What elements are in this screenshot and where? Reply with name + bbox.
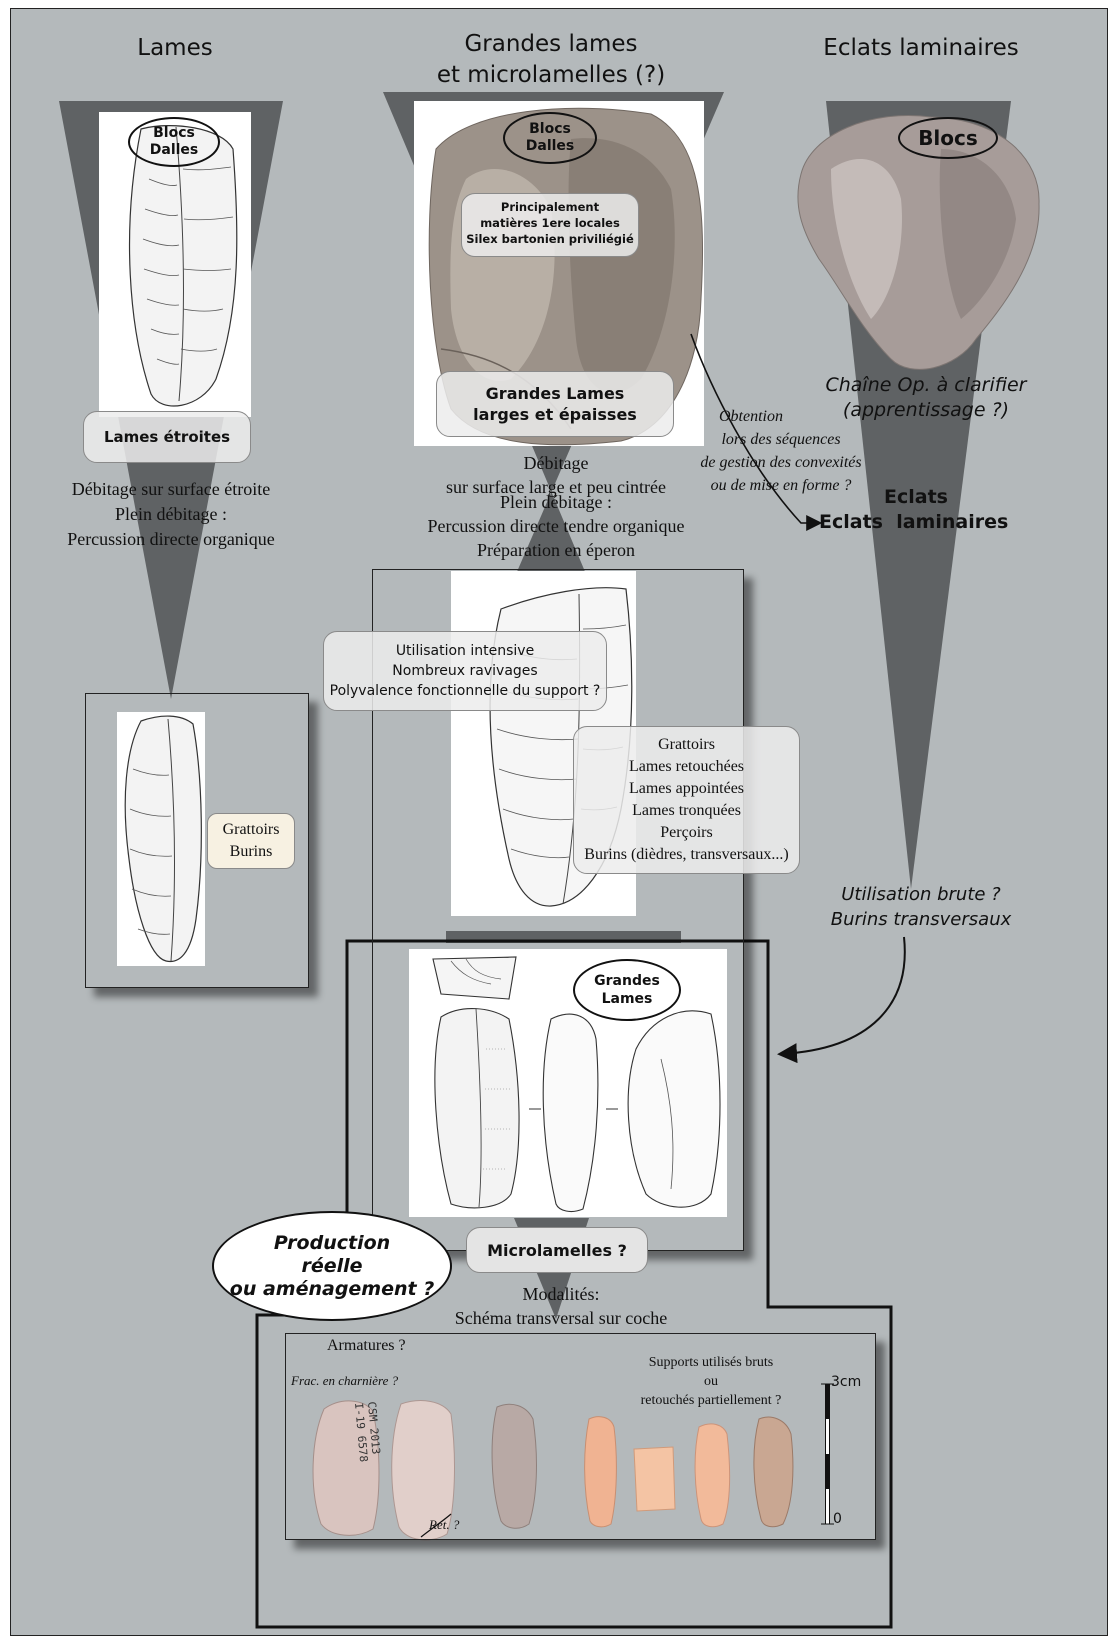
armatures-label: Armatures ? [327,1337,406,1355]
middle-tools-bubble: Grattoirs Lames retouchées Lames appoint… [573,726,800,874]
microlamelles-badge: Microlamelles ? [466,1227,648,1273]
usage-bubble: Utilisation intensive Nombreux ravivages… [323,631,607,711]
column-title-lames: Lames [115,33,235,64]
column-title-eclats-laminaires: Eclats laminaires [811,33,1031,64]
scale-top-label: 3cm [831,1374,861,1390]
left-blocs-dalles-oval: Blocs Dalles [128,117,220,167]
modalites-text: Modalités: Schéma transversal sur coche [411,1282,711,1330]
left-tools-bubble: Grattoirs Burins [207,813,295,869]
grandes-lames-oval: Grandes Lames [573,959,681,1021]
diagram-board: Lames Grandes lames et microlamelles (?)… [10,8,1108,1636]
supports-text: Supports utilisés bruts ou retouchés par… [601,1353,821,1410]
utilisation-brute-text: Utilisation brute ? Burins transversaux [811,882,1031,932]
frac-label: Frac. en charnière ? [291,1373,398,1389]
left-debitage-text: Débitage sur surface étroite Plein débit… [31,477,311,552]
lames-etroites-badge: Lames étroites [83,411,251,463]
column-title-grandes-lames: Grandes lames et microlamelles (?) [406,29,696,91]
obtention-text: Obtention lors des séquences de gestion … [671,405,891,497]
middle-blocs-dalles-oval: Blocs Dalles [503,112,597,164]
eclats-laminaires-label: Eclats laminaires [819,511,1039,533]
right-blocs-oval: Blocs [898,117,998,159]
eclats-label: Eclats [876,486,956,508]
utilisation-arrow [781,937,905,1054]
ret-label: Ret. ? [429,1517,459,1533]
scale-bottom-label: 0 [833,1511,842,1527]
materials-bubble: Principalement matières 1ere locales Sil… [461,193,639,257]
